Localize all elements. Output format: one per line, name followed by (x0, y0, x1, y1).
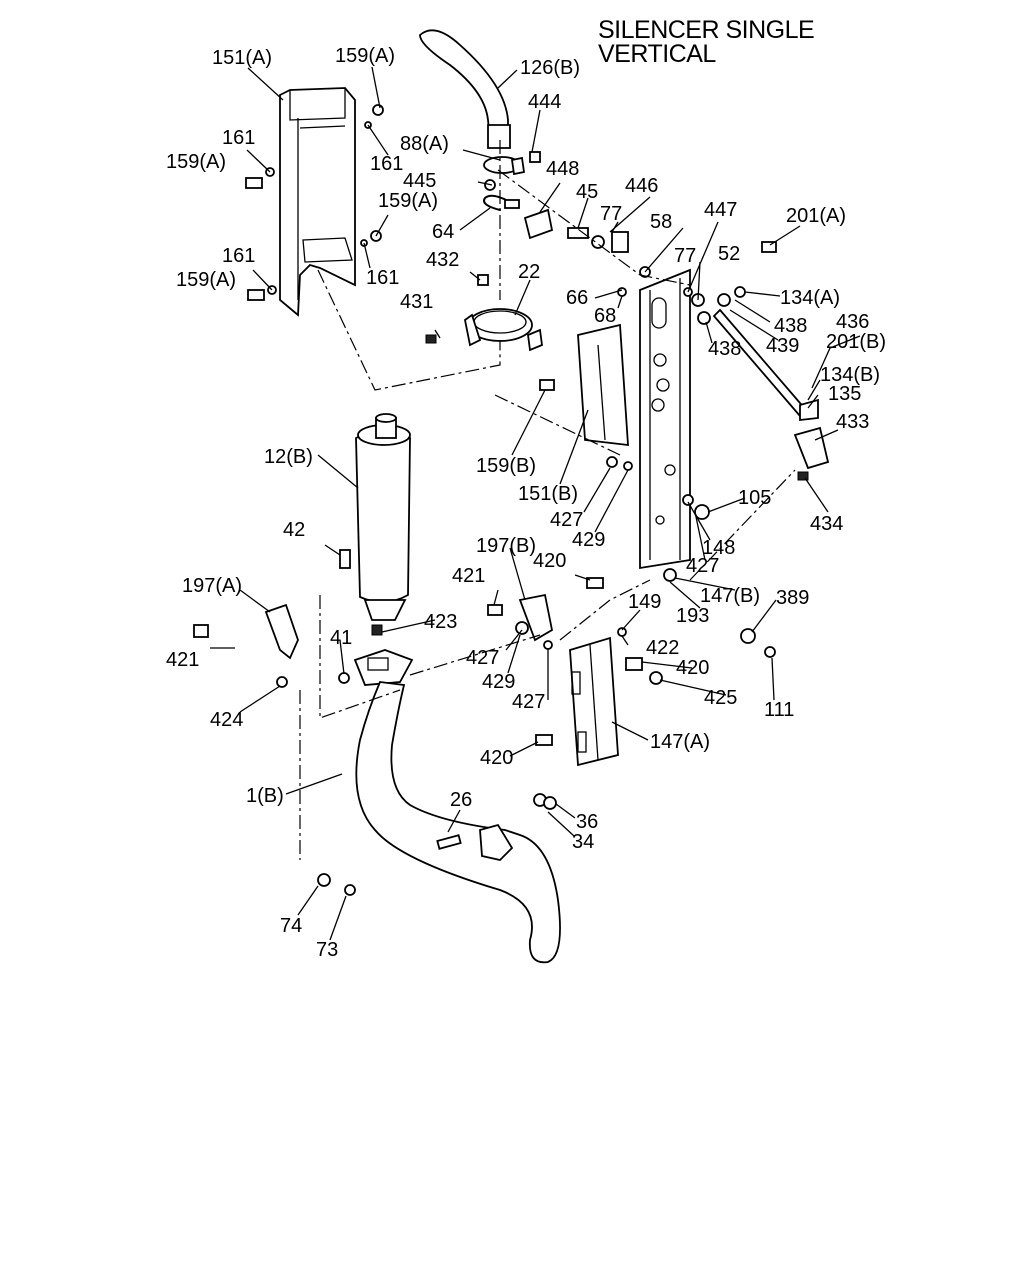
callout-label: 431 (400, 291, 433, 313)
callout-label: 134(B) (820, 364, 880, 386)
callout-label: 36 (576, 811, 598, 833)
callout-label: 148 (702, 537, 735, 559)
muffler-flange (353, 624, 414, 686)
callout-label: 197(B) (476, 535, 536, 557)
callout-label: 111 (764, 699, 794, 721)
callout-label: 22 (518, 261, 540, 283)
callout-label: 66 (566, 287, 588, 309)
callout-label: 77 (674, 245, 696, 267)
callout-label: 420 (480, 747, 513, 769)
callout-label: 45 (576, 181, 598, 203)
callout-label: 159(A) (335, 45, 395, 67)
callout-label: 58 (650, 211, 672, 233)
callout-label: 197(A) (182, 575, 242, 597)
callout-label: 427 (550, 509, 583, 531)
diagram-title: SILENCER SINGLE VERTICAL (598, 16, 815, 68)
callout-label: 77 (600, 203, 622, 225)
callout-label: 448 (546, 158, 579, 180)
exhaust-pipe (355, 681, 561, 964)
callout-label: 161 (222, 127, 255, 149)
side-heat-shield (577, 323, 629, 447)
callout-label: 159(B) (476, 455, 536, 477)
callout-label: 432 (426, 249, 459, 271)
callout-label: 429 (482, 671, 515, 693)
callout-label: 427 (512, 691, 545, 713)
callout-label: 135 (828, 383, 861, 405)
callout-label: 438 (774, 315, 807, 337)
callout-label: 88(A) (400, 133, 449, 155)
callout-label: 422 (646, 637, 679, 659)
callout-label: 424 (210, 709, 243, 731)
tail-pipe (419, 29, 511, 149)
callout-label: 425 (704, 687, 737, 709)
leader-lines (210, 66, 861, 941)
callout-label: 41 (330, 627, 352, 649)
callout-label: 34 (572, 831, 594, 853)
callout-label: 421 (166, 649, 199, 671)
callout-label: 201(A) (786, 205, 846, 227)
muffler-ring (425, 308, 543, 352)
callout-label: 193 (676, 605, 709, 627)
callout-label: 427 (686, 555, 719, 577)
callout-label: 423 (424, 611, 457, 633)
callout-label: 445 (403, 170, 436, 192)
callout-label: 64 (432, 221, 454, 243)
vertical-support-bracket (639, 268, 691, 570)
callout-label: 389 (776, 587, 809, 609)
callout-label: 1(B) (246, 785, 284, 807)
title-line-2: VERTICAL (598, 40, 716, 68)
callout-label: 161 (370, 153, 403, 175)
callout-label: 147(B) (700, 585, 760, 607)
callout-label: 159(A) (166, 151, 226, 173)
callout-labels: 151(A) 159(A) 126(B) 444 161 159(A) 161 … (166, 45, 886, 961)
callout-label: 42 (283, 519, 305, 541)
callout-label: 427 (466, 647, 499, 669)
small-brackets (264, 593, 554, 660)
callout-label: 438 (708, 338, 741, 360)
callout-label: 134(A) (780, 287, 840, 309)
callout-label: 126(B) (520, 57, 580, 79)
callout-label: 446 (625, 175, 658, 197)
callout-label: 420 (533, 550, 566, 572)
callout-label: 105 (738, 487, 771, 509)
callout-label: 147(A) (650, 731, 710, 753)
callout-label: 74 (280, 915, 302, 937)
upper-heat-shield (279, 87, 356, 317)
callout-label: 201(B) (826, 331, 886, 353)
callout-label: 439 (766, 335, 799, 357)
callout-label: 149 (628, 591, 661, 613)
callout-label: 161 (222, 245, 255, 267)
callout-label: 12(B) (264, 446, 313, 468)
callout-label: 161 (366, 267, 399, 289)
callout-label: 421 (452, 565, 485, 587)
callout-label: 436 (836, 311, 869, 333)
callout-label: 159(A) (176, 269, 236, 291)
callout-label: 420 (676, 657, 709, 679)
muffler-body (339, 413, 411, 621)
callout-label: 73 (316, 939, 338, 961)
callout-label: 68 (594, 305, 616, 327)
callout-label: 151(B) (518, 483, 578, 505)
callout-label: 159(A) (378, 190, 438, 212)
callout-label: 434 (810, 513, 843, 535)
callout-label: 447 (704, 199, 737, 221)
callout-label: 26 (450, 789, 472, 811)
callout-label: 433 (836, 411, 869, 433)
title-line-1: SILENCER SINGLE (598, 16, 815, 44)
lower-mount-bracket (569, 636, 619, 767)
callout-label: 444 (528, 91, 561, 113)
fasteners (193, 104, 777, 896)
callout-label: 429 (572, 529, 605, 551)
callout-label: 151(A) (212, 47, 272, 69)
callout-label: 52 (718, 243, 740, 265)
